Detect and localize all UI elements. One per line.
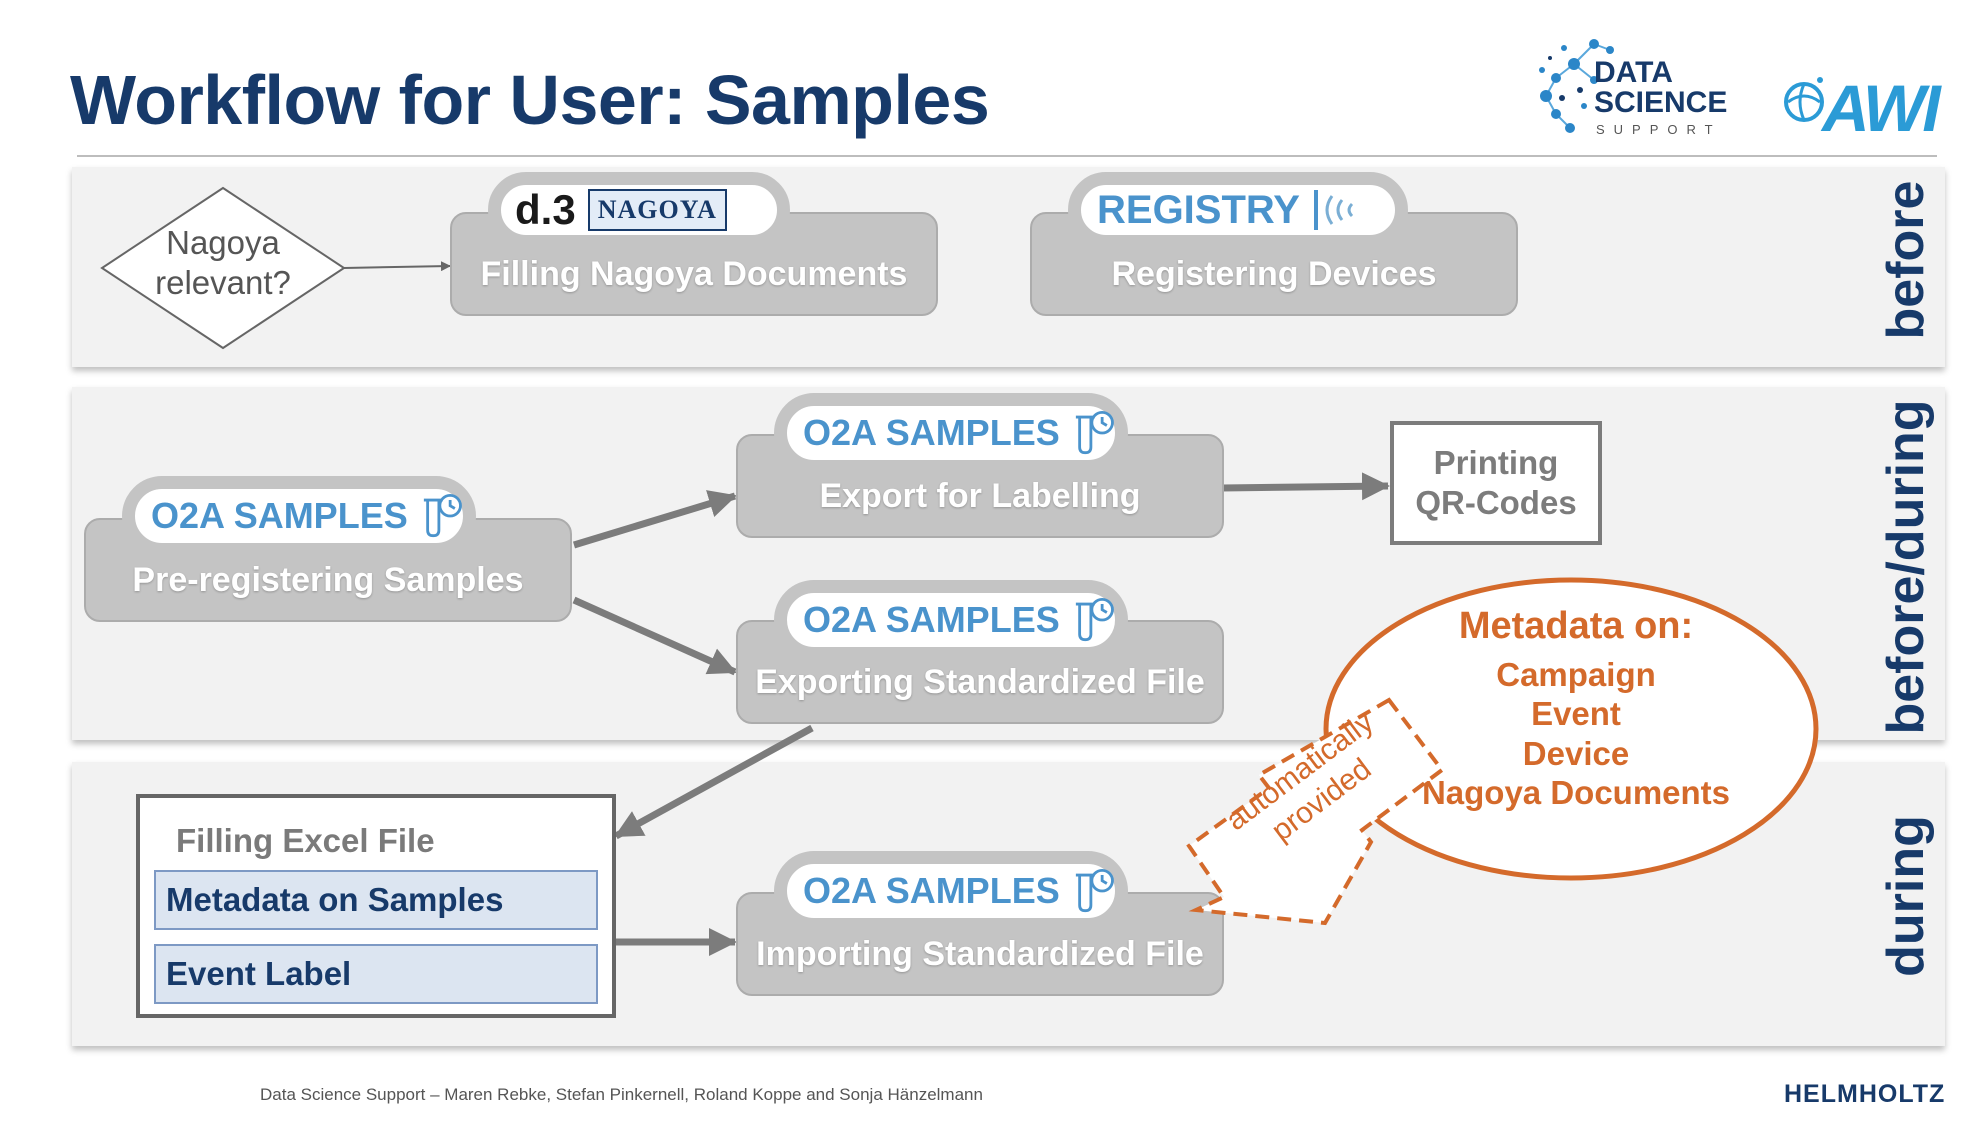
- printing-qr-codes-line1: Printing: [1433, 444, 1559, 481]
- process-pre-registering-samples-label: Pre-registering Samples: [132, 561, 524, 599]
- arrow-standardized-to-excel: [614, 724, 814, 840]
- dss-logo-line3: SUPPORT: [1596, 122, 1722, 137]
- o2a-samples-label: O2A SAMPLES: [151, 495, 408, 536]
- decision-diamond: [100, 186, 346, 350]
- metadata-item-device: Device: [1522, 735, 1630, 772]
- o2a-samples-tag-import: O2A SAMPLES: [774, 851, 1128, 931]
- metadata-item-nagoya: Nagoya Documents: [1421, 774, 1731, 811]
- process-importing-standardized-label: Importing Standardized File: [756, 935, 1204, 973]
- awi-globe-icon: [1784, 77, 1824, 122]
- o2a-samples-label: O2A SAMPLES: [803, 599, 1060, 640]
- awi-logo-text: AWI: [1822, 71, 1941, 145]
- metadata-item-campaign: Campaign: [1496, 656, 1656, 693]
- dss-logo-line1: DATA: [1594, 56, 1673, 89]
- test-tube-icon: [1075, 597, 1114, 642]
- arrow-decision-to-nagoya: [343, 261, 451, 272]
- metadata-ellipse: [1323, 577, 1819, 881]
- dss-logo: DATA SCIENCE SUPPORT: [1534, 30, 1744, 142]
- signal-waves-icon: [1314, 190, 1354, 230]
- dss-network-icon: [1539, 39, 1614, 133]
- test-tube-icon: [1075, 868, 1114, 913]
- arrow-export-to-printing: [1221, 472, 1390, 501]
- o2a-samples-tag-pre: O2A SAMPLES: [122, 476, 476, 556]
- nagoya-logo: NAGOYA: [587, 189, 727, 231]
- header-divider: [77, 155, 1937, 157]
- o2a-samples-tag-export: O2A SAMPLES: [774, 393, 1128, 473]
- decision-label: Nagoya relevant?: [130, 223, 316, 303]
- arrow-pre-to-export: [572, 490, 737, 549]
- excel-row-metadata-samples: Metadata on Samples: [154, 870, 598, 930]
- excel-file-box: Filling Excel File Metadata on Samples E…: [136, 794, 616, 1018]
- process-filling-nagoya-label: Filling Nagoya Documents: [480, 255, 908, 293]
- o2a-samples-label: O2A SAMPLES: [803, 412, 1060, 453]
- page-title: Workflow for User: Samples: [70, 61, 990, 139]
- metadata-heading: Metadata on:: [1458, 605, 1694, 647]
- dss-logo-line2: SCIENCE: [1594, 86, 1728, 119]
- decision-label-line2: relevant?: [155, 264, 291, 301]
- automatically-provided-arrow: [1186, 697, 1445, 926]
- registry-label: REGISTRY: [1097, 187, 1300, 232]
- arrow-pre-to-standardized: [572, 596, 737, 676]
- test-tube-icon: [1075, 410, 1114, 455]
- process-export-labelling-label: Export for Labelling: [819, 477, 1141, 515]
- printing-qr-codes-line2: QR-Codes: [1415, 484, 1577, 521]
- decision-label-line1: Nagoya: [166, 224, 280, 261]
- metadata-item-event: Event: [1531, 695, 1621, 732]
- d3-label: d.3: [515, 186, 576, 233]
- excel-file-title: Filling Excel File: [176, 822, 435, 859]
- test-tube-icon: [423, 493, 462, 538]
- o2a-samples-tag-standardized: O2A SAMPLES: [774, 580, 1128, 660]
- printing-qr-codes-box: Printing QR-Codes: [1390, 421, 1602, 545]
- footer-authors: Data Science Support – Maren Rebke, Stef…: [260, 1085, 983, 1104]
- process-registering-devices-label: Registering Devices: [1111, 255, 1437, 293]
- d3-nagoya-tag: d.3 NAGOYA: [488, 172, 790, 248]
- registry-tag: REGISTRY: [1068, 172, 1408, 248]
- helmholtz-logo: HELMHOLTZ: [1784, 1080, 1946, 1108]
- o2a-samples-label: O2A SAMPLES: [803, 870, 1060, 911]
- process-exporting-standardized-label: Exporting Standardized File: [755, 663, 1205, 701]
- excel-row-event-label: Event Label: [154, 944, 598, 1004]
